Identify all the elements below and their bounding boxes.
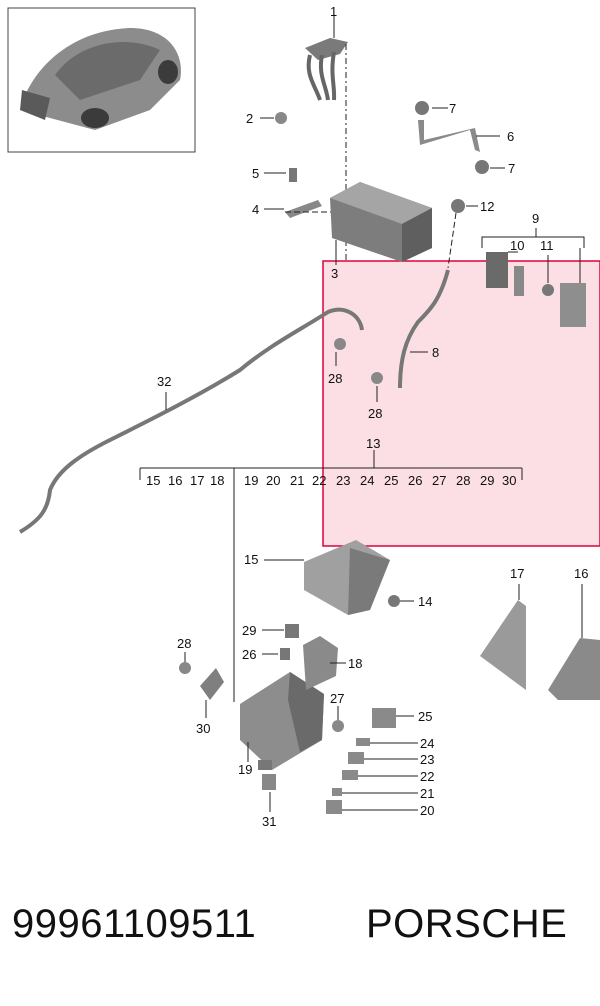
callout-9: 9 <box>532 211 539 226</box>
sub-list-item: 15 <box>146 473 160 488</box>
group-13-bracket <box>139 450 523 702</box>
callout-23: 23 <box>420 752 434 767</box>
sub-list-item: 29 <box>480 473 494 488</box>
sub-list-item: 17 <box>190 473 204 488</box>
sub-parts-list: 15 16 17 18 19 20 21 22 23 24 25 26 27 28 29 30 <box>146 473 516 488</box>
callout-22: 22 <box>420 769 434 784</box>
callout-21: 21 <box>420 786 434 801</box>
sub-list-item: 27 <box>432 473 446 488</box>
callout-2: 2 <box>246 111 253 126</box>
sub-list-item: 22 <box>312 473 326 488</box>
callout-10: 10 <box>510 238 524 253</box>
callout-20: 20 <box>420 803 434 818</box>
sub-list-item: 21 <box>290 473 304 488</box>
callout-18: 18 <box>348 656 362 671</box>
bolt-5 <box>289 168 297 182</box>
panel-16 <box>548 638 600 700</box>
sub-list-item: 30 <box>502 473 516 488</box>
callout-13: 13 <box>366 436 380 451</box>
callout-4: 4 <box>252 202 259 217</box>
nut-14 <box>388 595 400 607</box>
sub-list-item: 18 <box>210 473 224 488</box>
fuse-box-15 <box>264 540 390 615</box>
callout-29: 29 <box>242 623 256 638</box>
callout-12: 12 <box>480 199 494 214</box>
clip-31 <box>262 774 276 790</box>
brand-name: PORSCHE <box>366 902 568 946</box>
cable-32 <box>18 307 364 534</box>
sub-list-item: 24 <box>360 473 374 488</box>
callout-1: 1 <box>330 4 337 19</box>
nut-28a <box>334 338 346 350</box>
nut-2 <box>275 112 287 124</box>
callout-28a: 28 <box>328 371 342 386</box>
bracket-6 <box>415 101 505 174</box>
nut-28c <box>179 662 191 674</box>
callout-3: 3 <box>331 266 338 281</box>
sub-list-item: 19 <box>244 473 258 488</box>
callout-27: 27 <box>330 691 344 706</box>
relay-29 <box>285 624 299 638</box>
control-unit-19 <box>240 672 324 770</box>
callout-19: 19 <box>238 762 252 777</box>
callout-24: 24 <box>420 736 434 751</box>
sub-list-item: 25 <box>384 473 398 488</box>
clip-4 <box>285 200 322 218</box>
car-thumbnail <box>7 7 196 153</box>
nut-11 <box>542 284 554 296</box>
module-18 <box>303 636 338 690</box>
callout-14: 14 <box>418 594 432 609</box>
fuse-stack <box>326 708 418 814</box>
sub-list-item: 28 <box>456 473 470 488</box>
callout-5: 5 <box>252 166 259 181</box>
sub-list-item: 20 <box>266 473 280 488</box>
fuse-26 <box>280 648 290 660</box>
callout-11: 11 <box>540 238 554 253</box>
part-number: 99961109511 <box>12 902 257 946</box>
callout-17: 17 <box>510 566 524 581</box>
callout-7b: 7 <box>508 161 515 176</box>
panel-17 <box>480 600 526 690</box>
callout-31: 31 <box>262 814 276 829</box>
group-9-bracket <box>481 236 585 248</box>
fuse-carrier-9 <box>560 283 586 327</box>
cable-harness-1 <box>305 14 348 260</box>
callout-25: 25 <box>418 709 432 724</box>
callout-15: 15 <box>244 552 258 567</box>
nut-27 <box>332 720 344 732</box>
sub-list-item: 26 <box>408 473 422 488</box>
callout-7a: 7 <box>449 101 456 116</box>
bracket-30 <box>200 668 224 700</box>
battery-cable-8 <box>398 269 450 389</box>
callout-16: 16 <box>574 566 588 581</box>
sub-list-item: 23 <box>336 473 350 488</box>
nut-12 <box>451 199 465 213</box>
callout-28b: 28 <box>368 406 382 421</box>
terminal-block-10 <box>486 251 524 296</box>
callout-26: 26 <box>242 647 256 662</box>
callout-30: 30 <box>196 721 210 736</box>
callout-6: 6 <box>507 129 514 144</box>
sub-list-item: 16 <box>168 473 182 488</box>
battery-3 <box>330 182 432 265</box>
callout-28c: 28 <box>177 636 191 651</box>
nut-28b <box>371 372 383 384</box>
callout-8: 8 <box>432 345 439 360</box>
highlight-region <box>322 260 600 547</box>
callout-32: 32 <box>157 374 171 389</box>
